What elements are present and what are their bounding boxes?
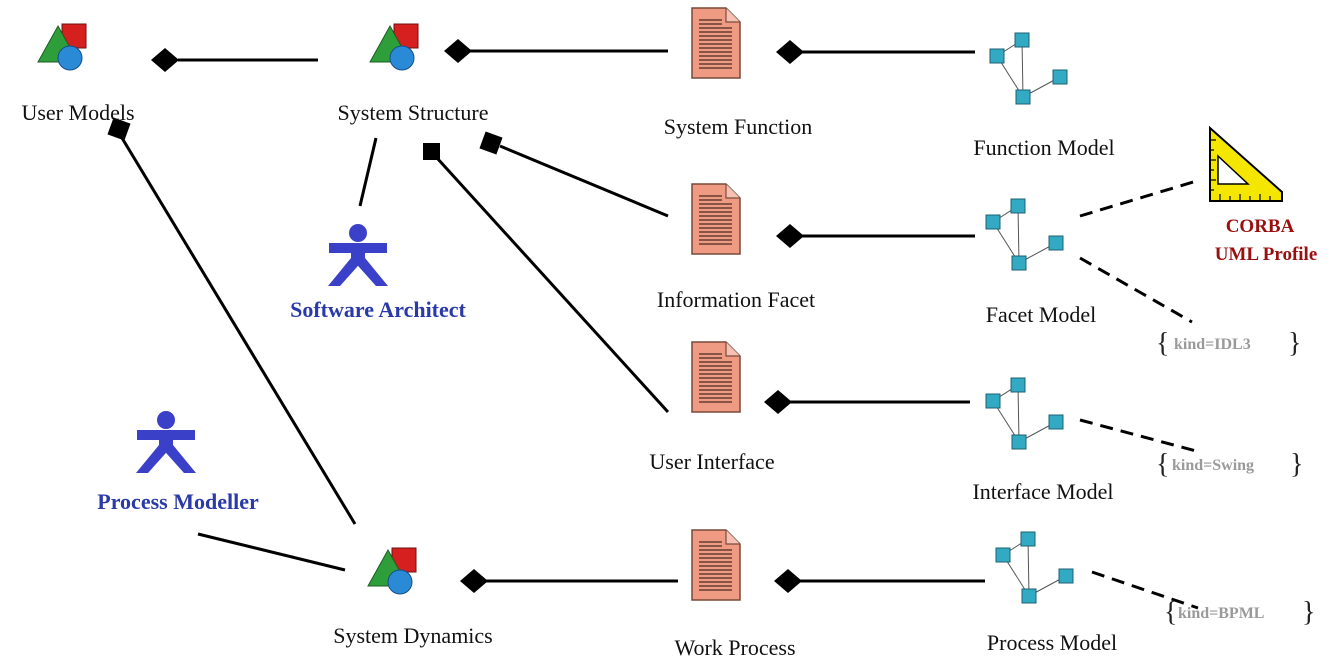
shapes-icon — [37, 23, 87, 71]
diamond-end — [444, 39, 472, 63]
document-icon — [691, 341, 741, 413]
facet-model-label: Facet Model — [986, 302, 1097, 327]
square-end — [423, 143, 440, 160]
tagged-value-bpml: { kind=BPML } — [1164, 597, 1315, 628]
document-icon — [691, 529, 741, 601]
system-function-label: System Function — [664, 114, 813, 139]
square-end — [107, 117, 131, 141]
process-model-label: Process Model — [987, 630, 1117, 655]
open-brace: { — [1156, 449, 1169, 480]
shapes-icon — [369, 23, 419, 71]
shapes-icon — [367, 547, 417, 595]
dashed-links — [1079, 178, 1201, 610]
network-model-icon — [985, 377, 1064, 450]
tagged-value-text: kind=BPML — [1178, 605, 1264, 622]
close-brace: } — [1288, 328, 1301, 359]
close-brace: } — [1302, 597, 1315, 628]
square-end — [479, 131, 503, 155]
user-models-label: User Models — [21, 100, 134, 125]
actor-icon — [136, 411, 196, 473]
information-facet-label: Information Facet — [657, 287, 815, 312]
diamond-end — [151, 48, 179, 72]
diamond-end — [764, 390, 792, 414]
association-ends — [107, 39, 804, 593]
diamond-end — [460, 569, 488, 593]
profile-label-line2: UML Profile — [1215, 244, 1318, 265]
diamond-end — [776, 224, 804, 248]
open-brace: { — [1164, 597, 1177, 628]
diamond-end — [776, 40, 804, 64]
system-structure-label: System Structure — [338, 100, 489, 125]
actor-icon — [328, 224, 388, 286]
work-process-label: Work Process — [674, 635, 795, 660]
user-interface-label: User Interface — [649, 449, 774, 474]
document-icon — [691, 7, 741, 79]
tagged-value-text: kind=IDL3 — [1174, 336, 1251, 353]
diamond-end — [774, 569, 802, 593]
connectors — [120, 49, 985, 583]
tagged-value-swing: { kind=Swing } — [1156, 449, 1303, 480]
process-modeller-label: Process Modeller — [97, 489, 259, 514]
network-model-icon — [985, 198, 1064, 271]
profile-label-line1: CORBA — [1226, 216, 1295, 237]
close-brace: } — [1290, 449, 1303, 480]
document-icon — [691, 183, 741, 255]
network-model-icon — [989, 32, 1068, 105]
tagged-value-idl3: { kind=IDL3 } — [1156, 328, 1301, 359]
network-model-icon — [995, 531, 1074, 604]
system-dynamics-label: System Dynamics — [333, 623, 493, 648]
software-architect-label: Software Architect — [290, 297, 466, 322]
tagged-value-text: kind=Swing — [1172, 457, 1254, 474]
interface-model-label: Interface Model — [972, 479, 1113, 504]
open-brace: { — [1156, 328, 1169, 359]
function-model-label: Function Model — [973, 135, 1114, 160]
ruler-triangle-icon — [1209, 125, 1283, 202]
